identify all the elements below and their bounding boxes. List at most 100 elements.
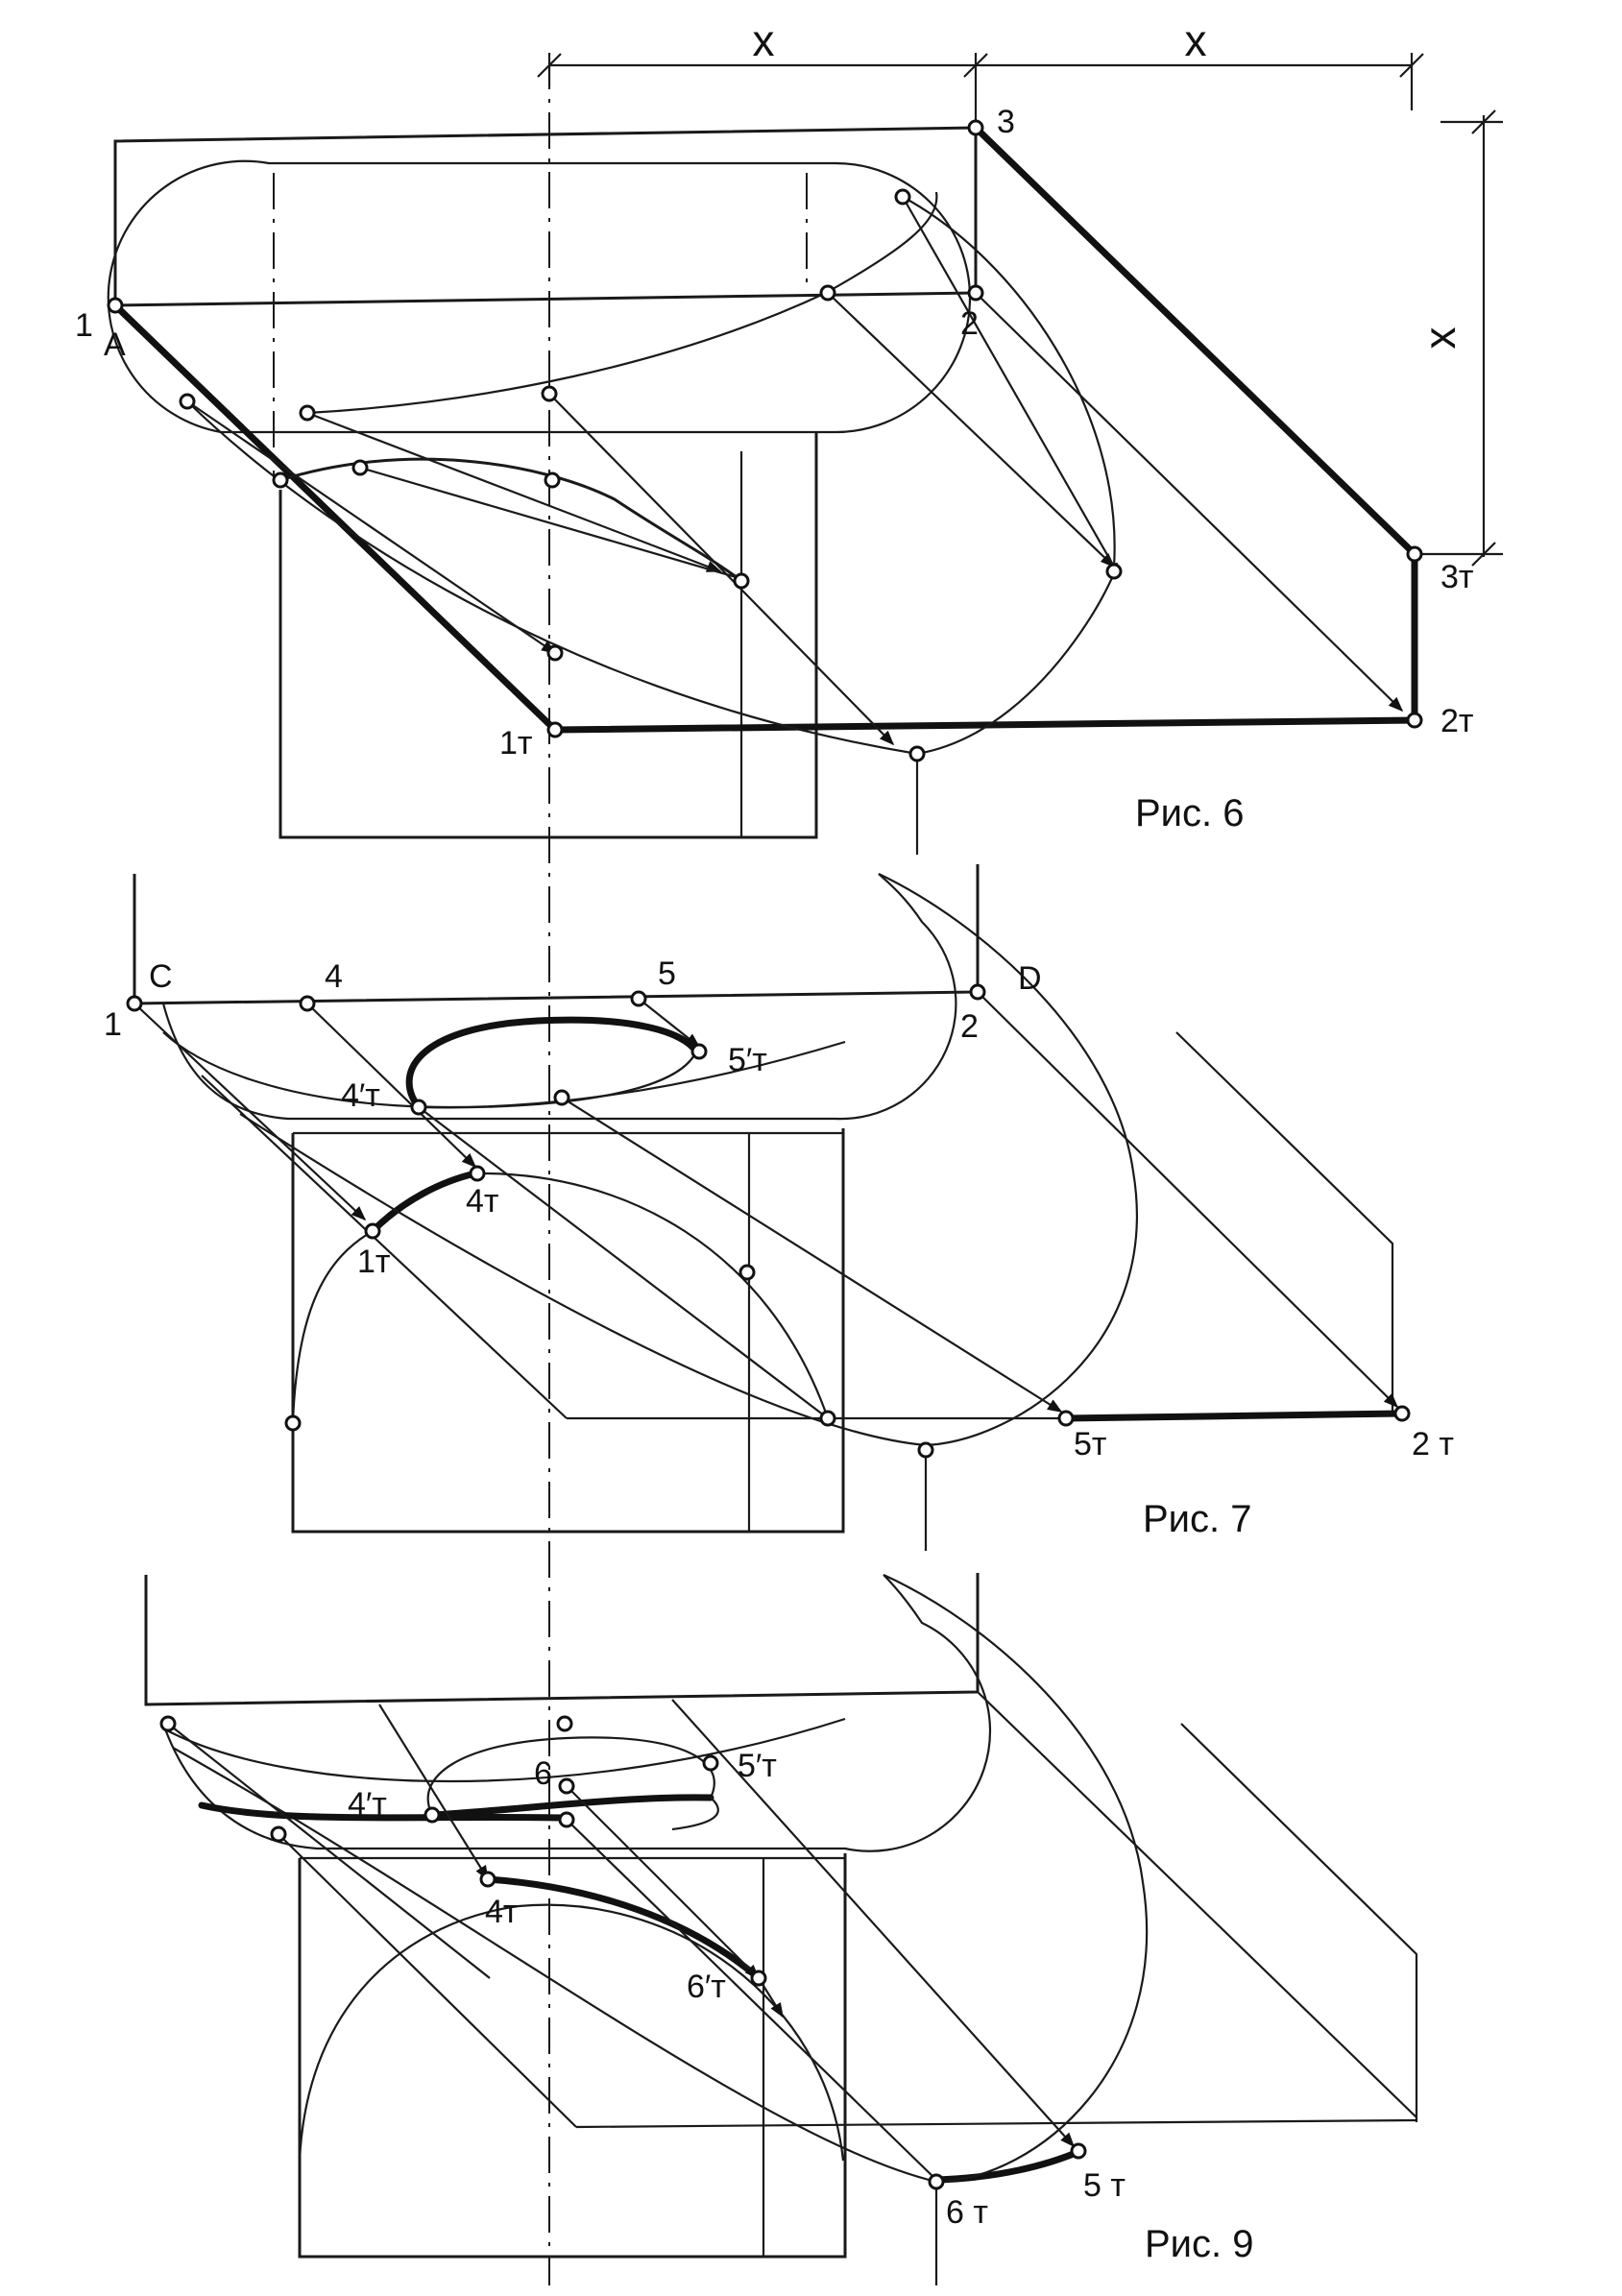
fig6-caption: Рис. 6	[1135, 792, 1245, 834]
fig6-ray	[902, 196, 1115, 568]
fig6-ray	[186, 400, 557, 654]
fig6-point-1t	[546, 721, 564, 738]
fig7-label-5: 5	[658, 955, 676, 992]
fig6-shadow-contour	[111, 124, 1418, 734]
fig6-point-2t	[1406, 712, 1423, 729]
fig6-point	[546, 644, 564, 662]
fig7-point	[738, 1264, 756, 1281]
fig9-ray	[977, 1691, 1417, 2118]
fig6-point	[1105, 563, 1123, 580]
fig7-point	[553, 1089, 570, 1106]
fig6-slot-outline	[107, 159, 972, 434]
fig9-arc	[298, 1903, 845, 2162]
dimension-x-label: x	[1185, 15, 1207, 65]
fig7-point-5t	[1057, 1410, 1075, 1427]
fig6-point	[179, 393, 196, 410]
fig7-lower-box	[291, 1128, 845, 1534]
fig6-point-1	[107, 297, 124, 314]
fig7-point-2	[969, 983, 986, 1001]
fig6-frame	[113, 126, 978, 305]
fig7-ray	[561, 1097, 1063, 1413]
fig7-label-5t: 5т	[1074, 1426, 1106, 1462]
fig9-label-6: 6	[534, 1755, 552, 1792]
fig9-caption: Рис. 9	[1145, 2223, 1254, 2265]
fig7-label-D: D	[1018, 960, 1042, 997]
fig7-label-4: 4	[325, 958, 343, 995]
fig6-point-2	[967, 284, 984, 302]
fig7-label-5pt: 5′т	[728, 1042, 767, 1078]
fig9-point	[556, 1715, 573, 1732]
dimension-slash	[1471, 109, 1496, 134]
figure-6: 1 A 2 3 1т 2т 3т Рис. 6	[75, 104, 1473, 855]
fig9-ray	[378, 1704, 489, 1881]
fig6-point	[894, 188, 911, 205]
fig9-prism-edge	[1180, 1723, 1418, 2122]
dimension-x-label: x	[753, 15, 775, 65]
fig7-label-C: C	[149, 958, 173, 995]
fig6-point	[272, 471, 289, 489]
fig9-ray	[671, 1699, 1076, 2148]
fig9-label-4t: 4т	[485, 1894, 518, 1930]
fig9-slot-outline	[161, 1574, 992, 1852]
dimension-x-label: x	[1415, 327, 1465, 350]
fig7-point-1t	[364, 1222, 381, 1240]
dimension-slash	[537, 53, 562, 78]
fig6-shadow-arc	[279, 457, 742, 583]
fig9-label-5pt: 5′т	[738, 1748, 777, 1784]
fig6-point	[819, 284, 836, 302]
fig6-ray	[359, 466, 750, 583]
fig7-ray	[133, 1003, 367, 1221]
fig9-point-4t	[479, 1871, 496, 1888]
fig7-label-2t: 2 т	[1412, 1426, 1454, 1462]
fig6-ray	[306, 411, 722, 573]
fig7-point-5	[630, 990, 647, 1007]
fig9-ray	[566, 1785, 761, 1980]
dimension-slash	[1471, 542, 1496, 567]
fig6-label-3t: 3т	[1440, 559, 1473, 595]
fig7-point-5pt	[690, 1043, 708, 1060]
fig9-point	[558, 1811, 575, 1828]
fig9-ground-line	[575, 2118, 1417, 2129]
dimension-slash	[963, 53, 988, 78]
fig9-hole-edge	[671, 1797, 719, 1831]
fig6-label-1t: 1т	[499, 725, 532, 761]
fig6-point	[908, 745, 926, 762]
fig7-ray	[638, 998, 701, 1048]
fig7-label-4t: 4т	[466, 1183, 498, 1220]
fig9-shadow-bottom-arc	[932, 2147, 1084, 2184]
fig6-slot-shadow-curve	[306, 191, 938, 415]
fig7-label-2: 2	[960, 1008, 979, 1045]
fig9-point	[270, 1825, 287, 1843]
fig9-point-6pt	[750, 1970, 767, 1987]
fig7-shadow-curve	[162, 1031, 846, 1109]
fig6-ray	[548, 393, 895, 746]
fig6-label-A: A	[104, 326, 126, 363]
fig7-ray	[418, 1106, 829, 1419]
fig7-slot-outline	[161, 873, 957, 1121]
fig9-label-6t: 6 т	[946, 2194, 988, 2231]
fig7-ray	[306, 1003, 477, 1169]
fig7-hole-top	[405, 1016, 700, 1111]
fig9-ray	[278, 1833, 577, 2128]
fig7-point	[917, 1441, 934, 1459]
fig6-lower-box	[278, 432, 818, 839]
fig9-label-5t: 5 т	[1083, 2167, 1126, 2204]
fig9-point-5pt	[702, 1754, 719, 1772]
fig9-hole-bottom	[428, 1794, 714, 1819]
fig9-shadow-line	[198, 1801, 570, 1822]
fig9-frame	[144, 1573, 980, 1706]
figure-9: 6 4′т 5′т 4т 6′т 5 т 6 т Рис. 9	[144, 1573, 1418, 2285]
fig7-ray	[977, 991, 1399, 1409]
fig9-point	[159, 1715, 177, 1732]
fig6-point	[299, 404, 316, 422]
fig9-shadow-curve	[162, 1717, 846, 1783]
fig7-shadow-bottom	[1062, 1410, 1406, 1422]
fig7-arc-left	[291, 1230, 374, 1422]
dimension-slash	[1399, 53, 1424, 78]
fig9-point-6t	[928, 2173, 945, 2190]
fig7-point-1	[126, 995, 143, 1012]
fig7-frame	[133, 864, 980, 1005]
fig7-point	[819, 1410, 836, 1427]
fig6-ray	[975, 292, 1404, 713]
